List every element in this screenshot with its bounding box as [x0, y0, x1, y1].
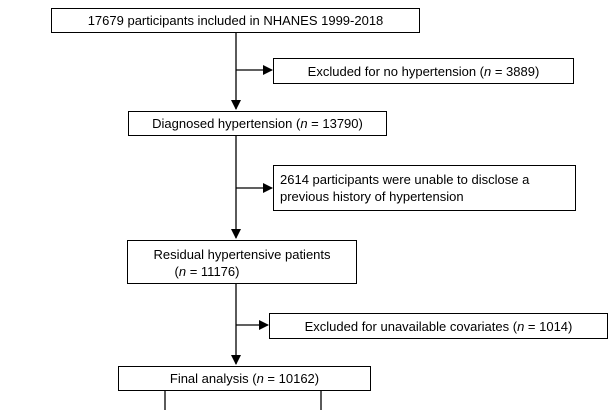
box-excluded-no-hypertension-suffix: = 3889) [491, 64, 540, 79]
box-final-analysis: Final analysis (n = 10162) [118, 366, 371, 391]
box-undisclosed-history: 2614 participants were unable to disclos… [273, 165, 576, 211]
box-excluded-no-hypertension-prefix: Excluded for no hypertension ( [307, 64, 484, 79]
box-final-n: n [256, 371, 264, 386]
box-final-suffix: = 10162) [263, 371, 320, 386]
box-excluded-covariates-n: n [517, 319, 525, 334]
box-diagnosed-suffix: = 13790) [307, 116, 363, 131]
box-residual-n: n [178, 264, 187, 279]
box-residual-line1: Residual hypertensive patients [153, 247, 331, 262]
box-excluded-covariates-prefix: Excluded for unavailable covariates ( [304, 319, 518, 334]
box-diagnosed-n: n [300, 116, 308, 131]
box-included: 17679 participants included in NHANES 19… [51, 8, 420, 33]
box-diagnosed-hypertension: Diagnosed hypertension (n = 13790) [128, 111, 387, 136]
box-excluded-covariates-suffix: = 1014) [524, 319, 573, 334]
box-included-text: 17679 participants included in NHANES 19… [87, 13, 384, 28]
box-undisclosed-line1: 2614 participants were unable to disclos… [280, 172, 530, 187]
box-residual-hypertensive: Residual hypertensive patients (n = 1117… [127, 240, 357, 284]
box-diagnosed-prefix: Diagnosed hypertension ( [152, 116, 301, 131]
box-excluded-no-hypertension: Excluded for no hypertension (n = 3889) [273, 58, 574, 84]
box-excluded-covariates: Excluded for unavailable covariates (n =… [269, 313, 608, 339]
box-final-prefix: Final analysis ( [169, 371, 257, 386]
box-residual-line2-suffix: = 11176) [186, 264, 240, 279]
box-residual-line2-prefix: ( [174, 264, 179, 279]
box-excluded-no-hypertension-n: n [484, 64, 492, 79]
box-undisclosed-line2: previous history of hypertension [280, 189, 464, 204]
